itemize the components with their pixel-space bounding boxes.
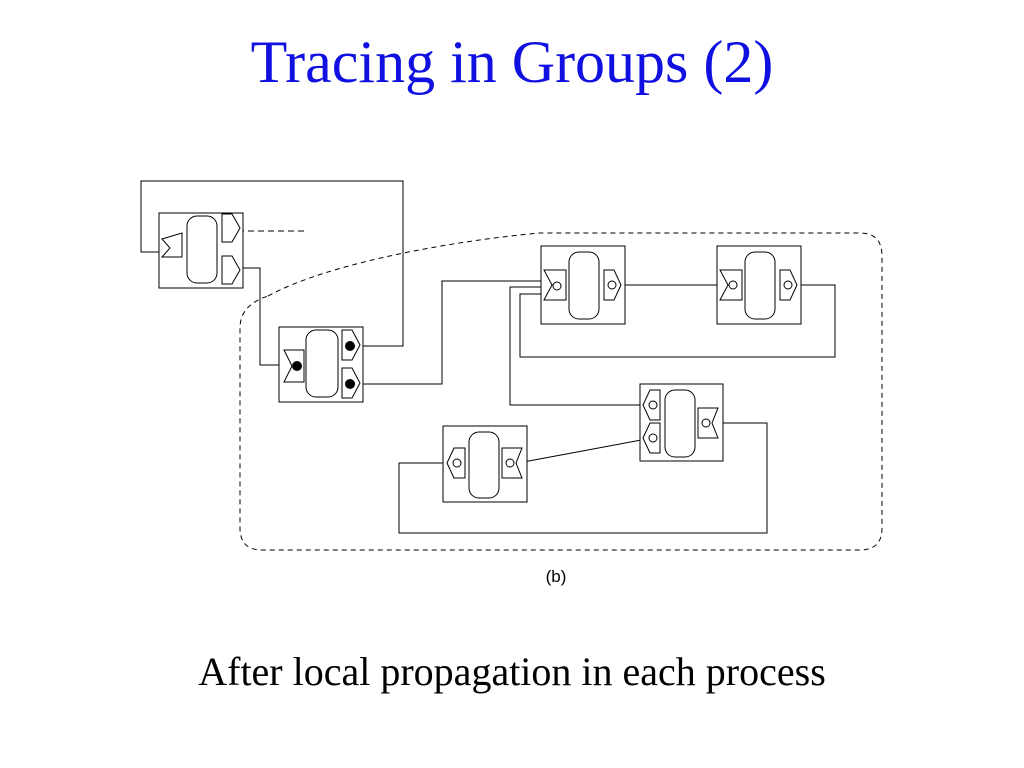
process-b: [716, 245, 802, 325]
wire-proc-b-loop: [519, 284, 836, 358]
slide-title: Tracing in Groups (2): [250, 29, 774, 95]
wire-proc-c-loop: [398, 422, 768, 534]
process-top-left: [158, 212, 244, 289]
empty-dot-icon: [648, 400, 658, 410]
empty-dot-icon: [783, 280, 793, 290]
marked-dot-icon: [345, 341, 355, 351]
group-boundary: [239, 232, 883, 551]
wire-topleft-to-middle: [238, 267, 290, 366]
diagram-sublabel: (b): [546, 567, 567, 586]
process-c: [639, 383, 724, 462]
in-port-icon: [160, 232, 183, 258]
out-port-icon: [221, 255, 241, 285]
empty-dot-icon: [728, 280, 738, 290]
wire-proc-e-to-c: [517, 437, 653, 464]
empty-dot-icon: [505, 458, 515, 468]
empty-dot-icon: [607, 280, 617, 290]
process-middle: [278, 326, 364, 403]
process-e: [442, 425, 528, 503]
wire-proc-c-to-a: [509, 286, 652, 406]
empty-dot-icon: [452, 458, 462, 468]
process-a: [540, 245, 626, 325]
out-port-icon: [221, 213, 241, 243]
wire-middle-to-proc-a: [360, 280, 558, 385]
wire-loop-top: [140, 180, 404, 347]
slide-caption: After local propagation in each process: [198, 649, 826, 694]
empty-dot-icon: [701, 418, 711, 428]
marked-dot-icon: [345, 379, 355, 389]
empty-dot-icon: [552, 281, 562, 291]
marked-dot-icon: [292, 361, 302, 371]
empty-dot-icon: [648, 433, 658, 443]
